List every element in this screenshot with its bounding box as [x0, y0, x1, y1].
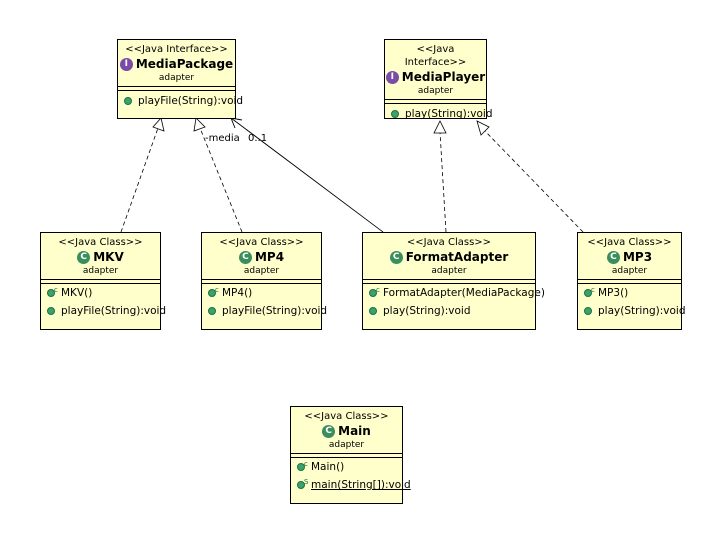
- class-name: MP4: [254, 250, 285, 264]
- stereotype-label: <<Java Class>>: [304, 411, 389, 422]
- association-role-label: -media: [205, 133, 240, 144]
- public-method-icon: [584, 307, 592, 315]
- class-icon: C: [238, 250, 252, 264]
- association-multiplicity-label: 0..1: [248, 133, 268, 144]
- method-item: play(String):void: [578, 302, 686, 320]
- stereotype-label: <<Java Interface>>: [125, 44, 228, 55]
- public-method-icon: [369, 307, 377, 315]
- stereotype-label: <<Java Class>>: [587, 237, 672, 248]
- package-label: adapter: [431, 266, 467, 276]
- edge-mp4-mediapackage: [199, 127, 243, 233]
- public-method-icon: [124, 97, 132, 105]
- realization-arrowhead: [433, 120, 447, 134]
- stereotype-label: <<Java Interface>>: [404, 44, 467, 68]
- class-name: Main: [338, 424, 371, 438]
- stereotype-label: <<Java Class>>: [58, 237, 143, 248]
- interface-icon: I: [385, 70, 399, 84]
- class-icon: C: [322, 424, 336, 438]
- class-name: FormatAdapter: [405, 250, 509, 264]
- public-method-icon: [47, 307, 55, 315]
- edge-mp3-mediaplayer: [483, 129, 584, 233]
- method-item: playFile(String):void: [41, 302, 166, 320]
- package-label: adapter: [611, 266, 648, 276]
- package-label: adapter: [82, 266, 119, 276]
- package-label: adapter: [417, 86, 454, 96]
- stereotype-label: <<Java Class>>: [406, 237, 492, 248]
- constructor-icon: [584, 289, 592, 297]
- class-name: MKV: [93, 250, 124, 264]
- class-icon: C: [389, 250, 403, 264]
- class-icon: C: [77, 250, 91, 264]
- method-item: playFile(String):void: [118, 92, 243, 110]
- package-label: adapter: [243, 266, 280, 276]
- constructor-icon: [47, 289, 55, 297]
- constructor-icon: [297, 463, 305, 471]
- edge-formatadapter-mediapackage: [230, 117, 384, 233]
- class-name: MP3: [622, 250, 653, 264]
- interface-name: MediaPackage: [135, 57, 234, 71]
- method-item: playFile(String):void: [202, 302, 327, 320]
- edge-formatadapter-mediaplayer: [439, 131, 447, 233]
- realization-arrowhead: [152, 117, 165, 132]
- constructor-icon: [369, 289, 377, 297]
- static-method-icon: [297, 481, 305, 489]
- constructor-icon: [208, 289, 216, 297]
- method-item: play(String):void: [363, 302, 535, 320]
- public-method-icon: [208, 307, 216, 315]
- method-item: play(String):void: [385, 105, 493, 123]
- realization-arrowhead: [193, 117, 206, 132]
- class-icon: C: [606, 250, 620, 264]
- interface-icon: I: [119, 57, 133, 71]
- stereotype-label: <<Java Class>>: [219, 237, 304, 248]
- edge-mkv-mediapackage: [120, 127, 159, 233]
- interface-name: MediaPlayer: [401, 70, 486, 84]
- package-label: adapter: [328, 440, 365, 450]
- public-method-icon: [391, 110, 399, 118]
- package-label: adapter: [158, 73, 195, 83]
- realization-arrowhead: [476, 120, 490, 136]
